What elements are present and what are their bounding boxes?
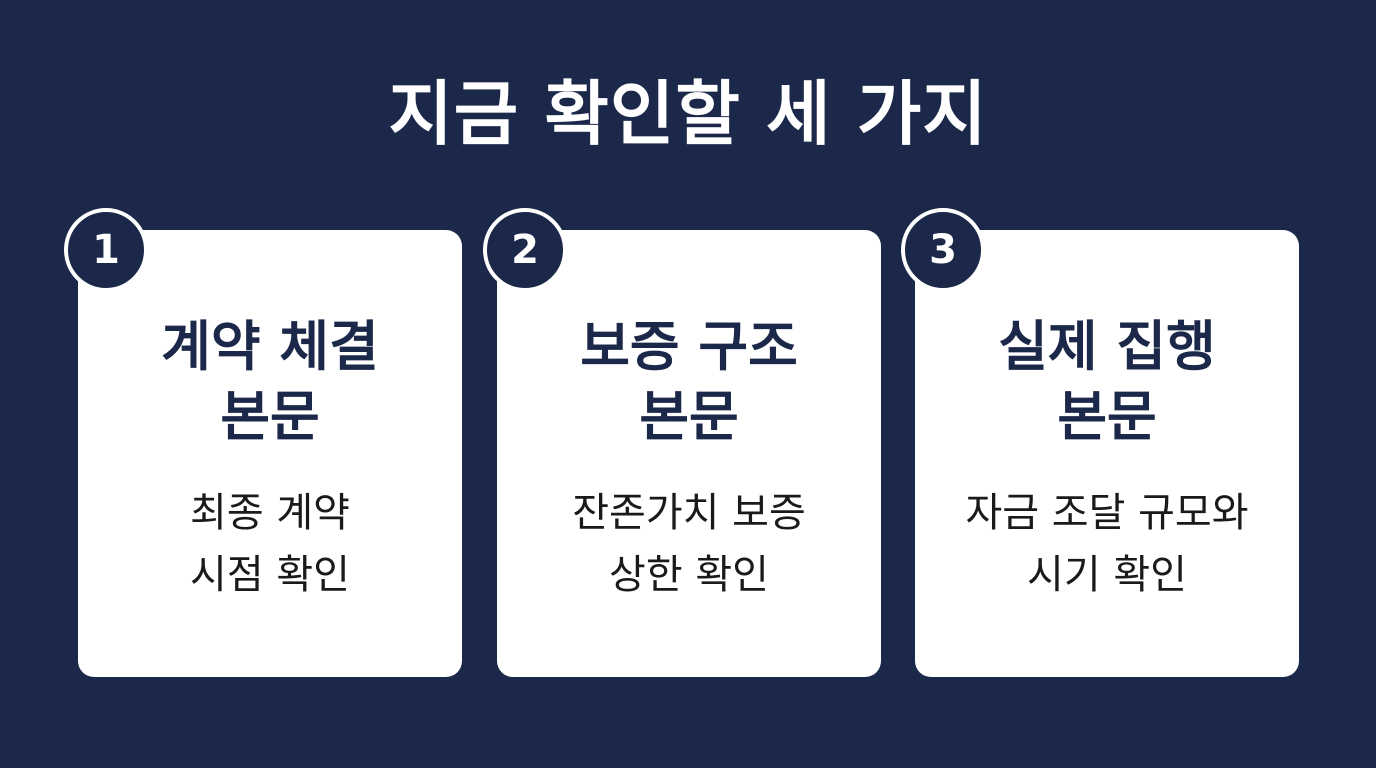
- card-description-line: 최종 계약: [190, 490, 350, 536]
- page-title: 지금 확인할 세 가지: [388, 73, 988, 155]
- card-title-1: 계약 체결 본문: [78, 312, 462, 452]
- card-title-line: 본문: [639, 385, 739, 448]
- card-description-line: 자금 조달 규모와: [965, 490, 1249, 536]
- card-title-line: 본문: [220, 385, 320, 448]
- card-3: 3 실제 집행 본문 자금 조달 규모와 시기 확인: [901, 208, 1299, 677]
- card-title-line: 보증 구조: [580, 315, 798, 378]
- card-title-line: 실제 집행: [998, 315, 1216, 378]
- number-badge-3: 3: [901, 208, 985, 292]
- card-title-line: 계약 체결: [161, 315, 379, 378]
- card-1: 1 계약 체결 본문 최종 계약 시점 확인: [64, 208, 462, 677]
- number-badge-2: 2: [483, 208, 567, 292]
- card-title-3: 실제 집행 본문: [915, 312, 1299, 452]
- card-description-1: 최종 계약 시점 확인: [78, 482, 462, 606]
- number-badge-1: 1: [64, 208, 148, 292]
- card-description-3: 자금 조달 규모와 시기 확인: [915, 482, 1299, 606]
- card-description-line: 상한 확인: [609, 552, 769, 598]
- card-description-line: 시점 확인: [190, 552, 350, 598]
- card-description-line: 시기 확인: [1027, 552, 1187, 598]
- card-title-2: 보증 구조 본문: [497, 312, 881, 452]
- card-2: 2 보증 구조 본문 잔존가치 보증 상한 확인: [483, 208, 881, 677]
- card-description-line: 잔존가치 보증: [572, 490, 806, 536]
- card-description-2: 잔존가치 보증 상한 확인: [497, 482, 881, 606]
- card-title-line: 본문: [1057, 385, 1157, 448]
